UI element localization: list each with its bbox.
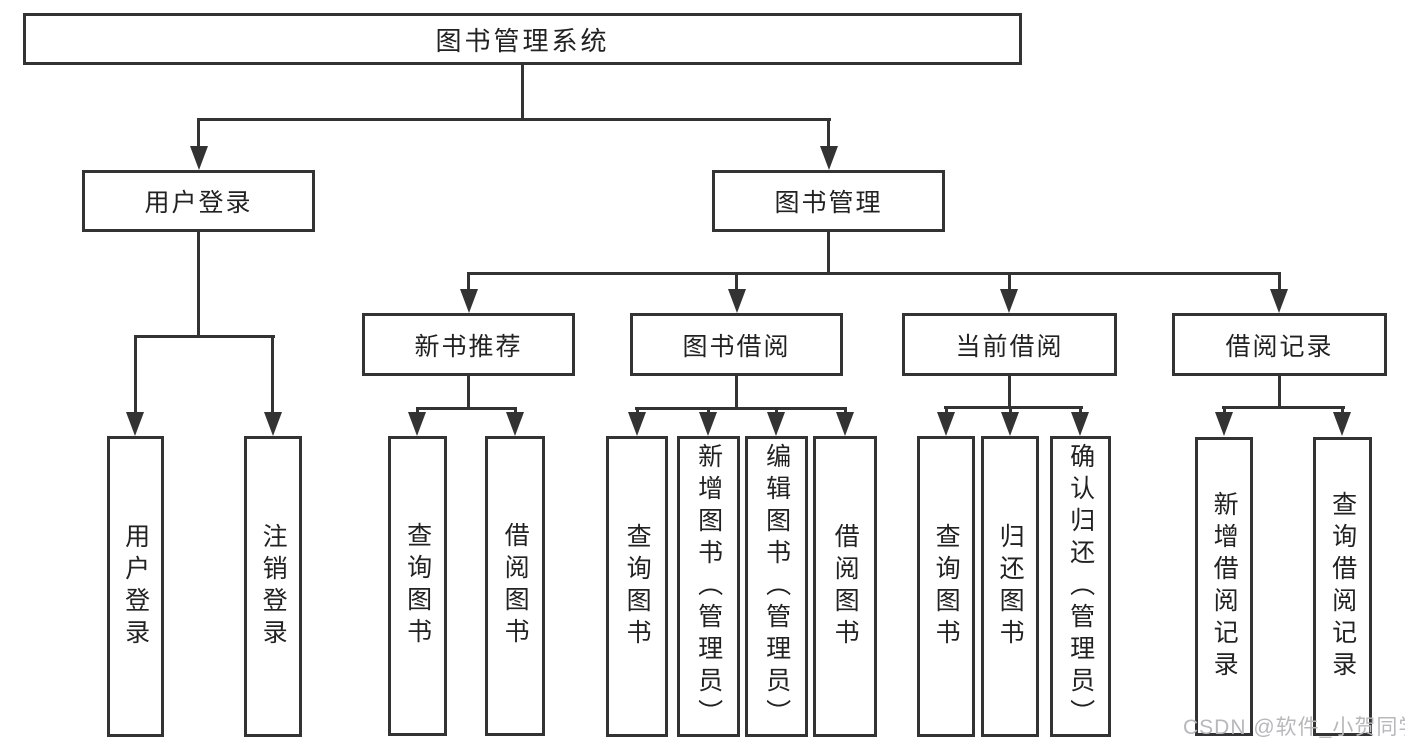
connector-hline-level1: [197, 118, 831, 121]
arrow-down-icon: [1001, 412, 1019, 436]
node-root: 图书管理系统: [23, 13, 1022, 65]
node-label: 确认归还（管理员）: [1066, 442, 1095, 731]
connector-vline-user-login: [197, 232, 200, 338]
arrow-down-icon: [1071, 412, 1089, 436]
arrow-down-icon: [937, 412, 955, 436]
node-label: 查询图书: [403, 522, 432, 650]
connector-vline-root: [521, 65, 524, 121]
arrow-stem: [735, 272, 738, 292]
connector-vline-book-borrow: [735, 376, 738, 410]
node-label: 新书推荐: [414, 332, 523, 361]
node-query-books-current: 查询图书: [917, 436, 975, 737]
connector-hline-level3: [467, 272, 1281, 275]
node-label: 图书管理系统: [435, 25, 610, 56]
node-user-login: 用户登录: [82, 170, 315, 232]
arrow-down-icon: [460, 289, 478, 313]
connector-hline-user-login-children: [134, 335, 275, 338]
node-label: 查询图书: [932, 522, 961, 651]
arrow-stem: [707, 407, 710, 415]
arrow-stem: [1278, 272, 1281, 292]
arrow-stem: [1079, 406, 1082, 415]
connector-vline-borrow-records: [1278, 376, 1281, 409]
arrow-stem: [467, 272, 470, 292]
node-new-book-recommend: 新书推荐: [362, 313, 575, 376]
node-label: 编辑图书（管理员）: [762, 442, 791, 731]
arrow-down-icon: [126, 412, 144, 436]
arrow-down-icon: [836, 412, 854, 436]
node-edit-book-admin: 编辑图书（管理员）: [745, 436, 808, 737]
node-book-management: 图书管理: [712, 170, 945, 232]
arrow-stem: [1008, 272, 1011, 292]
node-label: 归还图书: [996, 522, 1025, 651]
node-borrow-books-recommend: 借阅图书: [485, 436, 545, 736]
node-label: 查询借阅记录: [1328, 490, 1357, 683]
arrow-stem: [1009, 406, 1012, 415]
arrow-down-icon: [264, 412, 282, 436]
csdn-watermark: CSDN @软件_小贺同学: [1183, 716, 1405, 739]
node-label: 借阅记录: [1225, 332, 1334, 361]
node-label: 图书管理: [774, 189, 883, 217]
arrow-stem: [134, 335, 137, 415]
arrow-down-icon: [1270, 289, 1288, 313]
arrow-down-icon: [820, 146, 838, 170]
connector-vline-new-book-recommend: [467, 376, 470, 410]
arrow-down-icon: [728, 289, 746, 313]
arrow-down-icon: [1215, 412, 1233, 436]
arrow-stem: [1223, 406, 1226, 415]
node-label: 图书借阅: [682, 332, 791, 361]
node-confirm-return-admin: 确认归还（管理员）: [1050, 436, 1111, 737]
node-label: 新增图书（管理员）: [694, 442, 723, 731]
connector-hline-new-book-recommend-children: [416, 407, 517, 410]
node-user-login-leaf: 用户登录: [107, 436, 164, 737]
arrow-stem: [636, 407, 639, 415]
node-borrow-records: 借阅记录: [1172, 313, 1387, 376]
connector-hline-borrow-records-children: [1222, 406, 1345, 409]
arrow-down-icon: [1333, 412, 1351, 436]
node-borrow-books-borrow: 借阅图书: [813, 436, 877, 737]
arrow-stem: [844, 407, 847, 415]
arrow-down-icon: [190, 146, 208, 170]
node-book-borrow: 图书借阅: [630, 313, 843, 376]
arrow-stem: [271, 335, 274, 415]
node-add-borrow-record: 新增借阅记录: [1195, 437, 1253, 736]
arrow-stem: [827, 118, 830, 148]
arrow-stem: [416, 407, 419, 415]
node-label: 用户登录: [121, 522, 150, 651]
node-return-books: 归还图书: [981, 436, 1039, 737]
node-query-books-recommend: 查询图书: [388, 436, 447, 736]
node-label: 当前借阅: [955, 332, 1064, 361]
arrow-down-icon: [699, 412, 717, 436]
arrow-stem: [514, 407, 517, 415]
arrow-stem: [775, 407, 778, 415]
connector-vline-book-management: [827, 232, 830, 275]
connector-vline-current-borrow: [1008, 376, 1011, 409]
arrow-down-icon: [628, 412, 646, 436]
node-query-borrow-record: 查询借阅记录: [1313, 437, 1372, 736]
arrow-down-icon: [1000, 289, 1018, 313]
node-label: 注销登录: [259, 522, 288, 651]
arrow-stem: [197, 118, 200, 148]
arrow-down-icon: [408, 412, 426, 436]
node-current-borrow: 当前借阅: [902, 313, 1117, 376]
node-logout: 注销登录: [244, 436, 302, 737]
node-label: 借阅图书: [831, 522, 860, 651]
connector-hline-book-borrow-children: [635, 407, 847, 410]
arrow-stem: [945, 406, 948, 415]
connector-hline-current-borrow-children: [944, 406, 1083, 409]
node-add-book-admin: 新增图书（管理员）: [677, 436, 740, 737]
arrow-stem: [1341, 406, 1344, 415]
node-label: 借阅图书: [501, 522, 530, 650]
arrow-down-icon: [506, 412, 524, 436]
node-label: 用户登录: [144, 189, 253, 217]
node-label: 查询图书: [623, 522, 652, 651]
arrow-down-icon: [767, 412, 785, 436]
node-query-books-borrow: 查询图书: [606, 436, 668, 737]
node-label: 新增借阅记录: [1210, 490, 1239, 683]
